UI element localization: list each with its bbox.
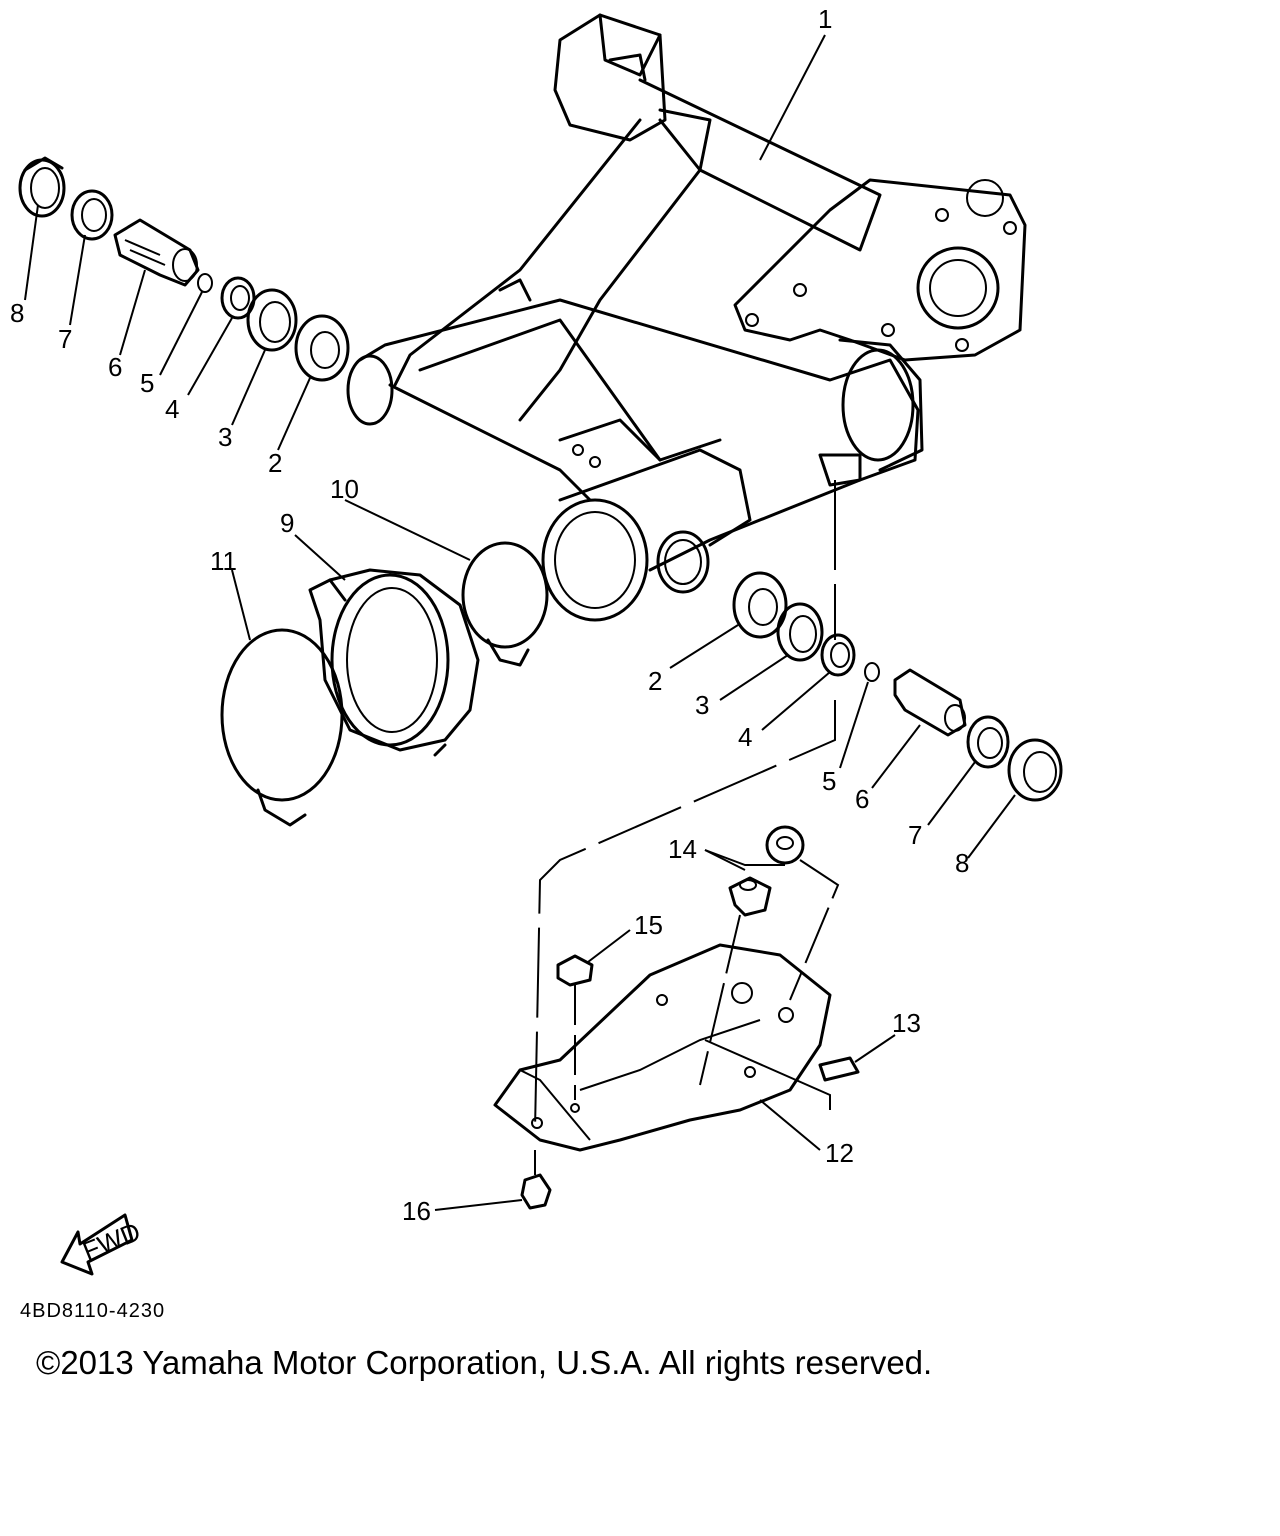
collar-right xyxy=(820,633,856,677)
callout-13: 13 xyxy=(892,1008,921,1038)
grommet-top xyxy=(765,825,805,865)
callout-5-left: 5 xyxy=(140,368,154,398)
callout-14: 14 xyxy=(668,834,697,864)
oil-seal-left xyxy=(246,288,298,352)
callout-7-right: 7 xyxy=(908,820,922,850)
callout-6-right: 6 xyxy=(855,784,869,814)
callout-2-left: 2 xyxy=(268,448,282,478)
callout-9: 9 xyxy=(280,508,294,538)
nut-right xyxy=(966,715,1010,769)
callout-2-right: 2 xyxy=(648,666,662,696)
callout-8-left: 8 xyxy=(10,298,24,328)
diagram-part-code: 4BD8110-4230 xyxy=(20,1300,166,1322)
callout-15: 15 xyxy=(634,910,663,940)
bearing-left xyxy=(294,314,350,382)
callout-5-right: 5 xyxy=(822,766,836,796)
band-large xyxy=(220,628,344,802)
copyright-notice: ©2013 Yamaha Motor Corporation, U.S.A. A… xyxy=(36,1344,933,1381)
callout-12: 12 xyxy=(825,1138,854,1168)
callout-10: 10 xyxy=(330,474,359,504)
boot-and-bands xyxy=(220,541,549,827)
oil-seal-right xyxy=(776,602,824,662)
boot xyxy=(308,568,480,752)
chain-guard xyxy=(493,943,832,1152)
callout-16: 16 xyxy=(402,1196,431,1226)
plug xyxy=(556,954,594,987)
fwd-arrow-icon: FWD xyxy=(60,1213,145,1276)
swingarm-frame xyxy=(346,13,1027,622)
callout-4-right: 4 xyxy=(738,722,752,752)
nut-left xyxy=(70,189,114,241)
callout-numbers: 1 8 7 6 5 4 3 2 10 9 11 2 3 4 5 6 7 8 14… xyxy=(10,4,969,1226)
callout-3-right: 3 xyxy=(695,690,709,720)
callout-11: 11 xyxy=(210,546,237,576)
grommet-lower xyxy=(728,876,772,917)
o-ring-right xyxy=(864,662,880,682)
leader-lines xyxy=(24,34,1016,1211)
pad xyxy=(818,1056,860,1082)
callout-7-left: 7 xyxy=(58,324,72,354)
left-pivot-parts xyxy=(18,156,350,382)
callout-3-left: 3 xyxy=(218,422,232,452)
callout-1: 1 xyxy=(818,4,832,34)
callout-8-right: 8 xyxy=(955,848,969,878)
dust-cover-right xyxy=(1007,738,1063,802)
o-ring-left xyxy=(197,273,213,293)
lower-guard xyxy=(493,825,860,1210)
bolt xyxy=(520,1173,552,1210)
band-small xyxy=(461,541,549,649)
bearing-right xyxy=(732,571,788,639)
callout-6-left: 6 xyxy=(108,352,122,382)
pivot-shaft-right xyxy=(893,668,967,737)
callout-4-left: 4 xyxy=(165,394,179,424)
right-pivot-parts xyxy=(732,571,1063,802)
